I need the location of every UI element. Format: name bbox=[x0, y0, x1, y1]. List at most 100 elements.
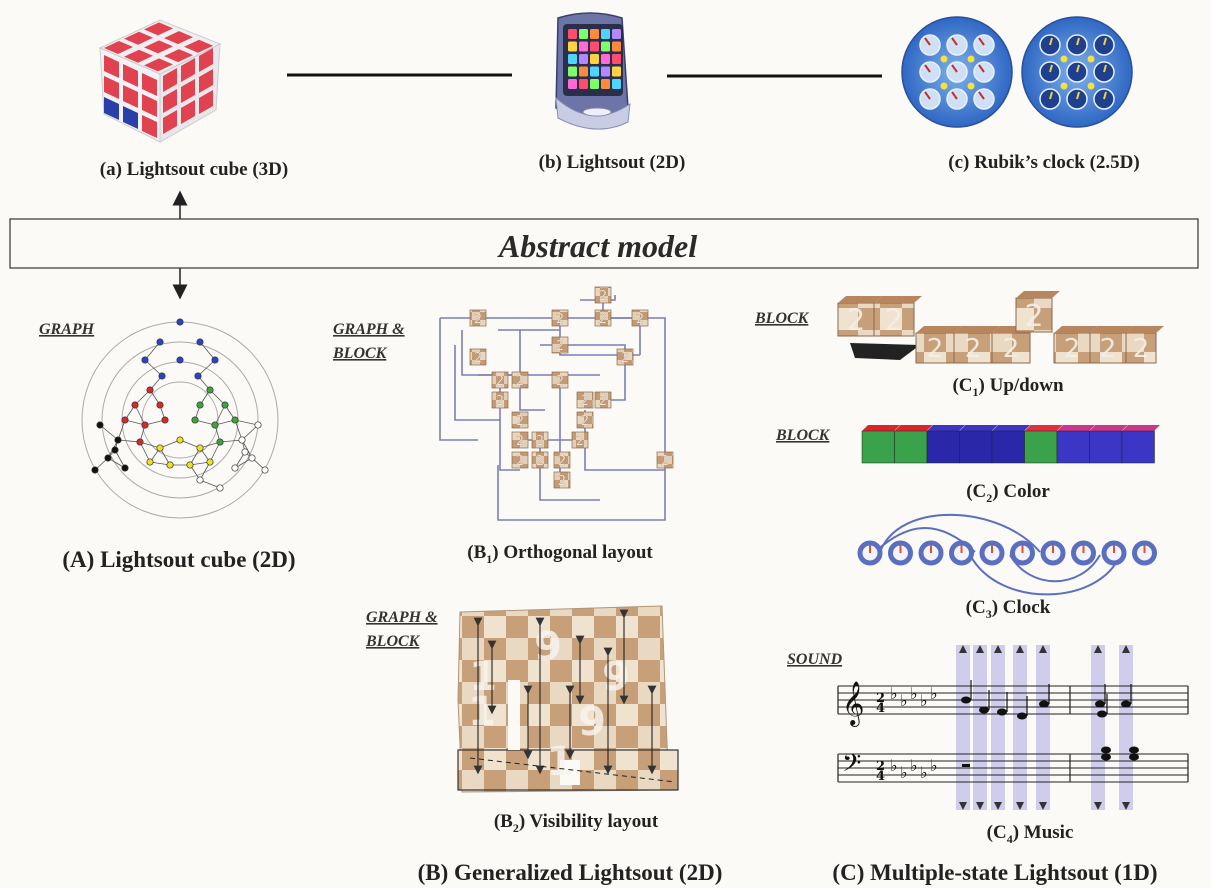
graph-node bbox=[186, 461, 194, 469]
device-light bbox=[590, 79, 599, 89]
graph-edge bbox=[197, 359, 216, 377]
music-band bbox=[956, 645, 970, 810]
music-arrow-up bbox=[1122, 645, 1130, 653]
cube-tile bbox=[199, 90, 213, 114]
note-head bbox=[1129, 753, 1139, 761]
note-head bbox=[1017, 712, 1027, 720]
graph-node bbox=[176, 436, 184, 444]
updown-block: 2 bbox=[1053, 326, 1098, 364]
cube-tile bbox=[144, 40, 173, 54]
cube-tile bbox=[142, 94, 157, 117]
music-arrow-up bbox=[1094, 645, 1102, 653]
device-light bbox=[568, 41, 577, 52]
svg-text:2: 2 bbox=[1003, 334, 1020, 364]
svg-text:2: 2 bbox=[599, 394, 607, 409]
graph-node bbox=[196, 476, 204, 484]
clock-peg bbox=[940, 82, 948, 90]
graph-node bbox=[141, 421, 149, 429]
ortho-block: 2 bbox=[616, 348, 634, 366]
svg-text:2: 2 bbox=[965, 334, 982, 364]
svg-text:2: 2 bbox=[556, 312, 564, 327]
device-light bbox=[601, 79, 610, 89]
ortho-edge bbox=[439, 318, 478, 441]
ortho-edge bbox=[499, 385, 520, 471]
ortho-block: 2 bbox=[469, 348, 487, 366]
ortho-block: 2 bbox=[491, 371, 509, 389]
clock-link bbox=[1009, 554, 1101, 583]
svg-text:2: 2 bbox=[1024, 299, 1043, 334]
device-light bbox=[590, 41, 599, 52]
ortho-block: 2 bbox=[553, 471, 571, 489]
color-block-top bbox=[1057, 425, 1095, 431]
svg-text:2: 2 bbox=[636, 312, 644, 327]
ortho-block: 2 bbox=[656, 451, 674, 469]
graph-ring bbox=[101, 341, 259, 499]
svg-text:2: 2 bbox=[599, 289, 607, 304]
ortho-edge bbox=[519, 330, 545, 411]
graph-ring bbox=[121, 361, 239, 479]
device-light bbox=[612, 66, 621, 77]
music-arrow-down bbox=[1039, 802, 1047, 810]
graph-node bbox=[136, 438, 144, 446]
device-light bbox=[601, 54, 610, 64]
clock-hand bbox=[1076, 91, 1080, 100]
clock-link bbox=[879, 513, 1041, 553]
time-signature: 4 bbox=[876, 769, 885, 784]
cube-tile bbox=[104, 76, 119, 99]
color-block bbox=[894, 430, 928, 464]
flat-sign: ♭ bbox=[900, 691, 908, 710]
ortho-block: 2 bbox=[469, 309, 487, 327]
ortho-edge bbox=[515, 439, 561, 485]
clock-hand bbox=[924, 64, 931, 73]
svg-text:2: 2 bbox=[496, 394, 504, 409]
clock-link bbox=[969, 554, 1121, 596]
color-block-top bbox=[992, 425, 1030, 431]
graph-node bbox=[156, 338, 164, 346]
cube-tile bbox=[123, 85, 138, 108]
color-block bbox=[1024, 430, 1058, 464]
svg-text:2: 2 bbox=[885, 303, 903, 337]
clock-peg bbox=[1060, 82, 1068, 90]
graph-node bbox=[231, 464, 239, 472]
device-light bbox=[568, 54, 577, 64]
color-block-top bbox=[862, 425, 900, 431]
note-head bbox=[1121, 700, 1131, 708]
ortho-block: 2 bbox=[531, 451, 549, 469]
updown-block: 2 bbox=[915, 326, 962, 364]
device-light bbox=[612, 41, 621, 52]
flat-sign: ♭ bbox=[910, 684, 918, 703]
updown-block: 2 bbox=[873, 296, 922, 337]
device-light bbox=[590, 66, 599, 77]
ortho-edge bbox=[454, 345, 500, 421]
graph-edge bbox=[209, 441, 221, 463]
ortho-block: 2 bbox=[511, 411, 529, 429]
graph-ring bbox=[81, 321, 279, 519]
ortho-edge bbox=[559, 318, 625, 356]
caption-c: (c) Rubik’s clock (2.5D) bbox=[948, 152, 1139, 173]
svg-text:2: 2 bbox=[621, 351, 629, 366]
graph-node bbox=[196, 338, 204, 346]
svg-text:2: 2 bbox=[474, 312, 482, 327]
updown-block: 2 bbox=[1015, 291, 1060, 334]
color-block-top bbox=[927, 425, 965, 431]
caption-C2: (C2) Color bbox=[966, 481, 1050, 505]
clock-hand bbox=[1049, 64, 1053, 73]
graph-edge bbox=[159, 439, 181, 449]
clock-hand bbox=[1076, 37, 1080, 46]
color-block-top bbox=[959, 425, 998, 431]
color-block-top bbox=[894, 425, 933, 431]
music-arrow-up bbox=[959, 645, 967, 653]
ortho-block: 2 bbox=[571, 431, 589, 449]
color-blocks bbox=[861, 425, 1160, 464]
ortho-block: 2 bbox=[576, 391, 594, 409]
device-light bbox=[590, 54, 599, 64]
svg-text:2: 2 bbox=[496, 374, 504, 389]
cube-tile bbox=[144, 22, 173, 36]
graph-node bbox=[121, 416, 129, 424]
cube-tile bbox=[181, 100, 195, 124]
flat-sign: ♭ bbox=[920, 763, 928, 782]
note-head bbox=[997, 708, 1007, 716]
